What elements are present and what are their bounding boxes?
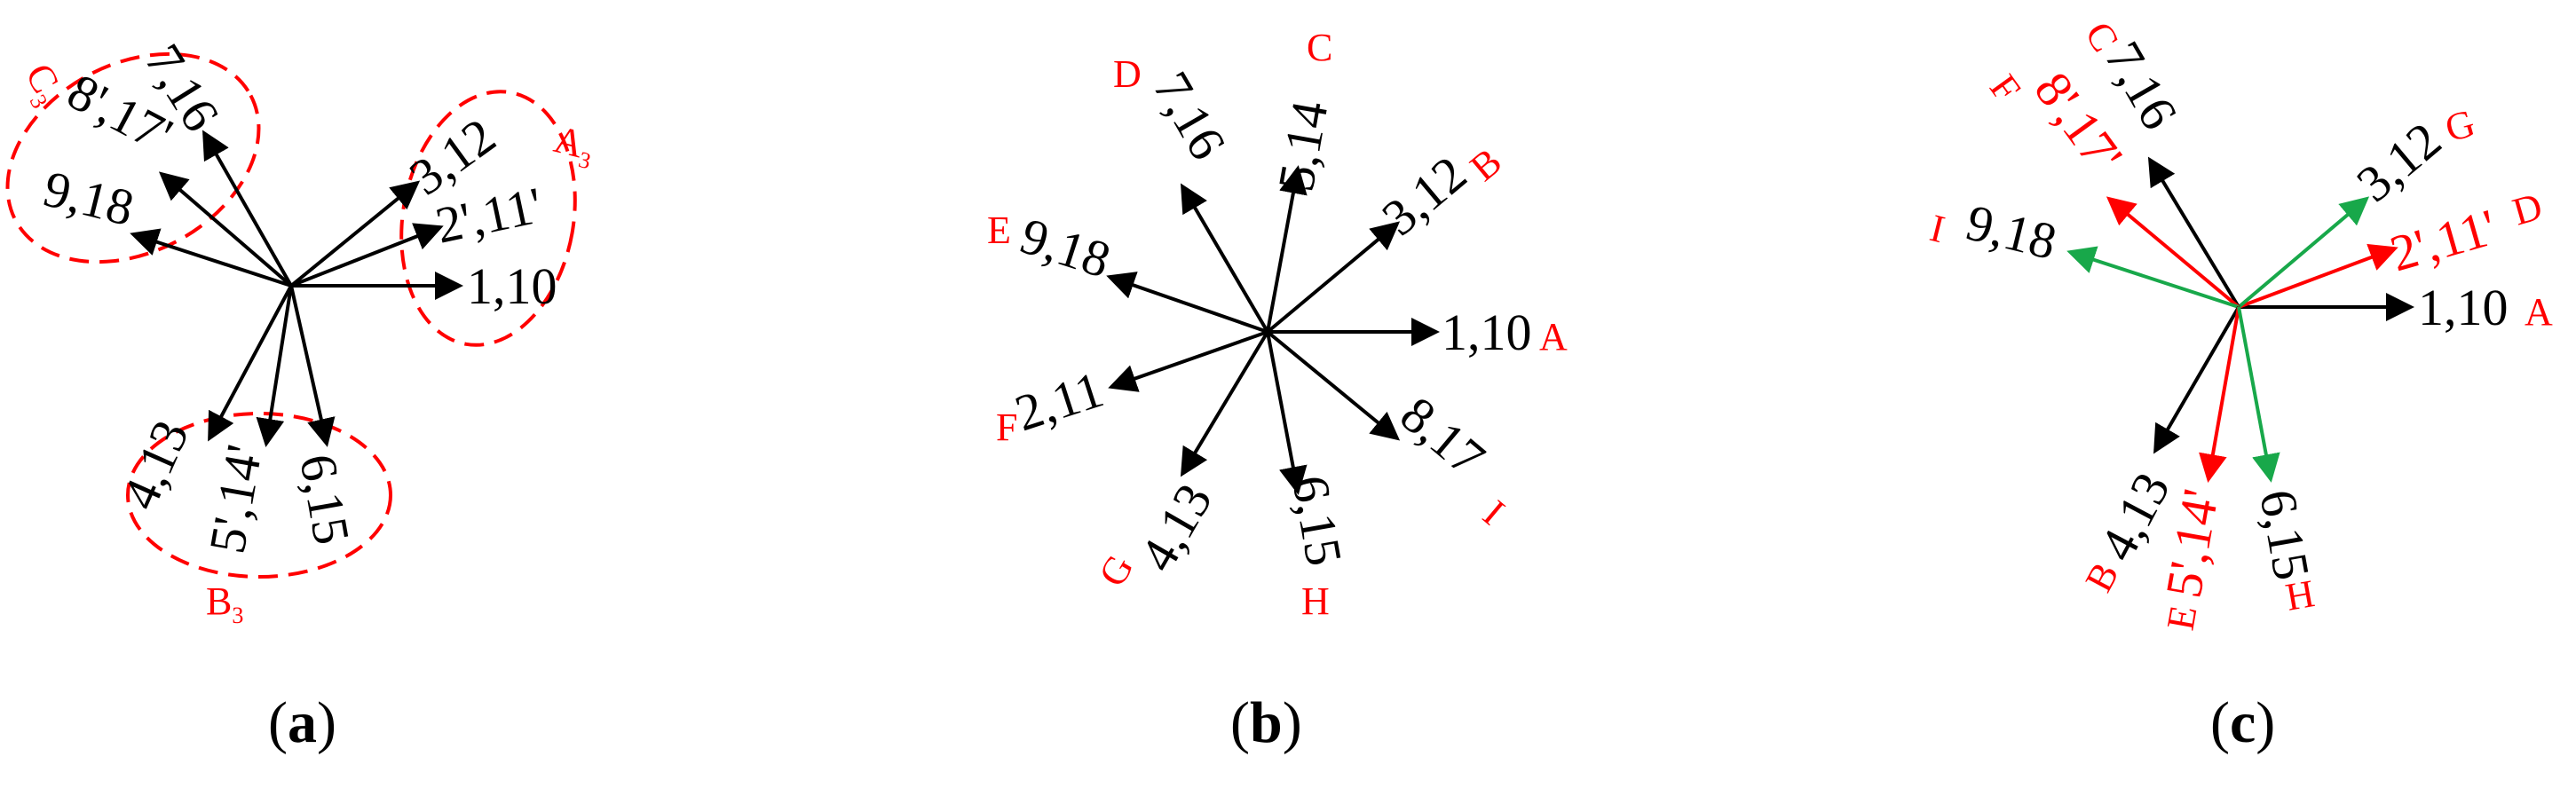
phasor-5p-14p-arrow [256,285,293,447]
phase-i-label: I [1926,206,1949,251]
phasor-6-15-label: 6,15 [288,450,361,548]
phasor-2p-11p-label: 2',11' [2384,198,2503,283]
phase-h-label: H [1301,579,1330,623]
phasor-4-13-arrow [2153,305,2240,454]
phase-a-label: A [2525,290,2553,334]
panel-c: 1,10 2',11' 3,12 7,16 8',17' 9,18 4,13 5… [1926,15,2553,756]
phasor-5-14-arrow [1266,165,1308,333]
phase-h-label: H [2282,571,2318,619]
phasor-5-14-label: 5,14 [1267,97,1339,195]
phase-g-label: G [2440,101,2479,151]
phasor-2-11-label: 2,11 [1008,360,1110,443]
phase-e-label: E [987,209,1011,252]
panel-b: 1,10 3,12 5,14 7,16 9,18 2,11 4,13 6,15 … [987,26,1568,755]
phasor-arrows [2066,156,2414,483]
phasor-7-16-label: 7,16 [1142,62,1237,169]
phasor-9-18-label: 9,18 [1014,207,1118,289]
phasor-6-15-label: 6,15 [1281,471,1354,570]
phase-e-label: E [2159,603,2206,634]
phasor-9-18-arrow [1106,272,1268,334]
phasor-1-10-label: 1,10 [467,257,557,315]
phasor-9-18-label: 9,18 [1961,193,2062,272]
phasor-labels: 1,10 2',11' 3,12 7,16 8',17' 9,18 4,13 5… [38,34,557,557]
phasor-arrows [1106,165,1440,495]
phase-d-label: D [2508,185,2547,234]
phasor-6-15-arrow [2237,306,2280,483]
phasor-8p-17p-arrow [2106,196,2240,309]
phasor-7-16-arrow [202,130,293,287]
group-b3-label: B3 [206,579,243,628]
phasor-4-13-label: 4,13 [1128,474,1223,580]
phasor-1-10-label: 1,10 [2418,279,2509,336]
phasor-2p-11p-arrow [290,223,444,288]
phasor-2-11-arrow [1108,330,1268,392]
phasor-6-15-arrow [1266,331,1308,495]
phasor-8-17-arrow [1266,330,1401,441]
group-b3-ellipse [126,412,392,579]
group-c3-label: C3 [12,57,73,113]
phase-d-label: D [1113,52,1142,96]
phasor-6-15-label: 6,15 [2248,485,2321,584]
phasor-7-16-arrow [2147,156,2240,309]
group-c3-ellipse [5,51,261,264]
phase-c-label: C [1307,26,1332,69]
panel-a: 1,10 2',11' 3,12 7,16 8',17' 9,18 4,13 5… [5,34,599,755]
phasor-4-13-arrow [208,285,293,442]
phasor-9-18-arrow [130,228,292,288]
phasor-3-12-arrow [289,180,421,288]
caption-a: (a) [268,690,336,755]
phase-f-label: F [1981,67,2029,110]
phasor-3-12-arrow [1266,221,1401,334]
phasor-5p-14p-label: 5',14' [198,440,273,557]
phase-i-label: I [1475,492,1513,533]
phase-f-label: F [996,406,1017,449]
phasor-1-10-label: 1,10 [1442,303,1532,361]
caption-b: (b) [1230,690,1302,755]
phasor-arrows [130,130,463,447]
phasor-9-18-label: 9,18 [38,160,139,238]
phase-a-label: A [1539,315,1568,359]
phasor-7-16-arrow [1180,183,1269,334]
phase-b-label: B [2077,556,2128,599]
phasor-6-15-arrow [289,285,336,447]
phasor-3-12-arrow [2237,196,2370,309]
caption-c: (c) [2210,690,2275,755]
phasor-9-18-arrow [2066,246,2240,309]
phasor-4-13-arrow [1180,330,1269,477]
phasor-8-17-label: 8,17 [1390,385,1497,487]
phasor-2p-11p-arrow [2238,243,2398,309]
group-a3-label: A3 [549,117,599,174]
phasor-8p-17p-arrow [158,171,293,288]
phasor-5p-14p-arrow [2199,306,2240,483]
phasor-3-12-label: 3,12 [2346,111,2453,213]
